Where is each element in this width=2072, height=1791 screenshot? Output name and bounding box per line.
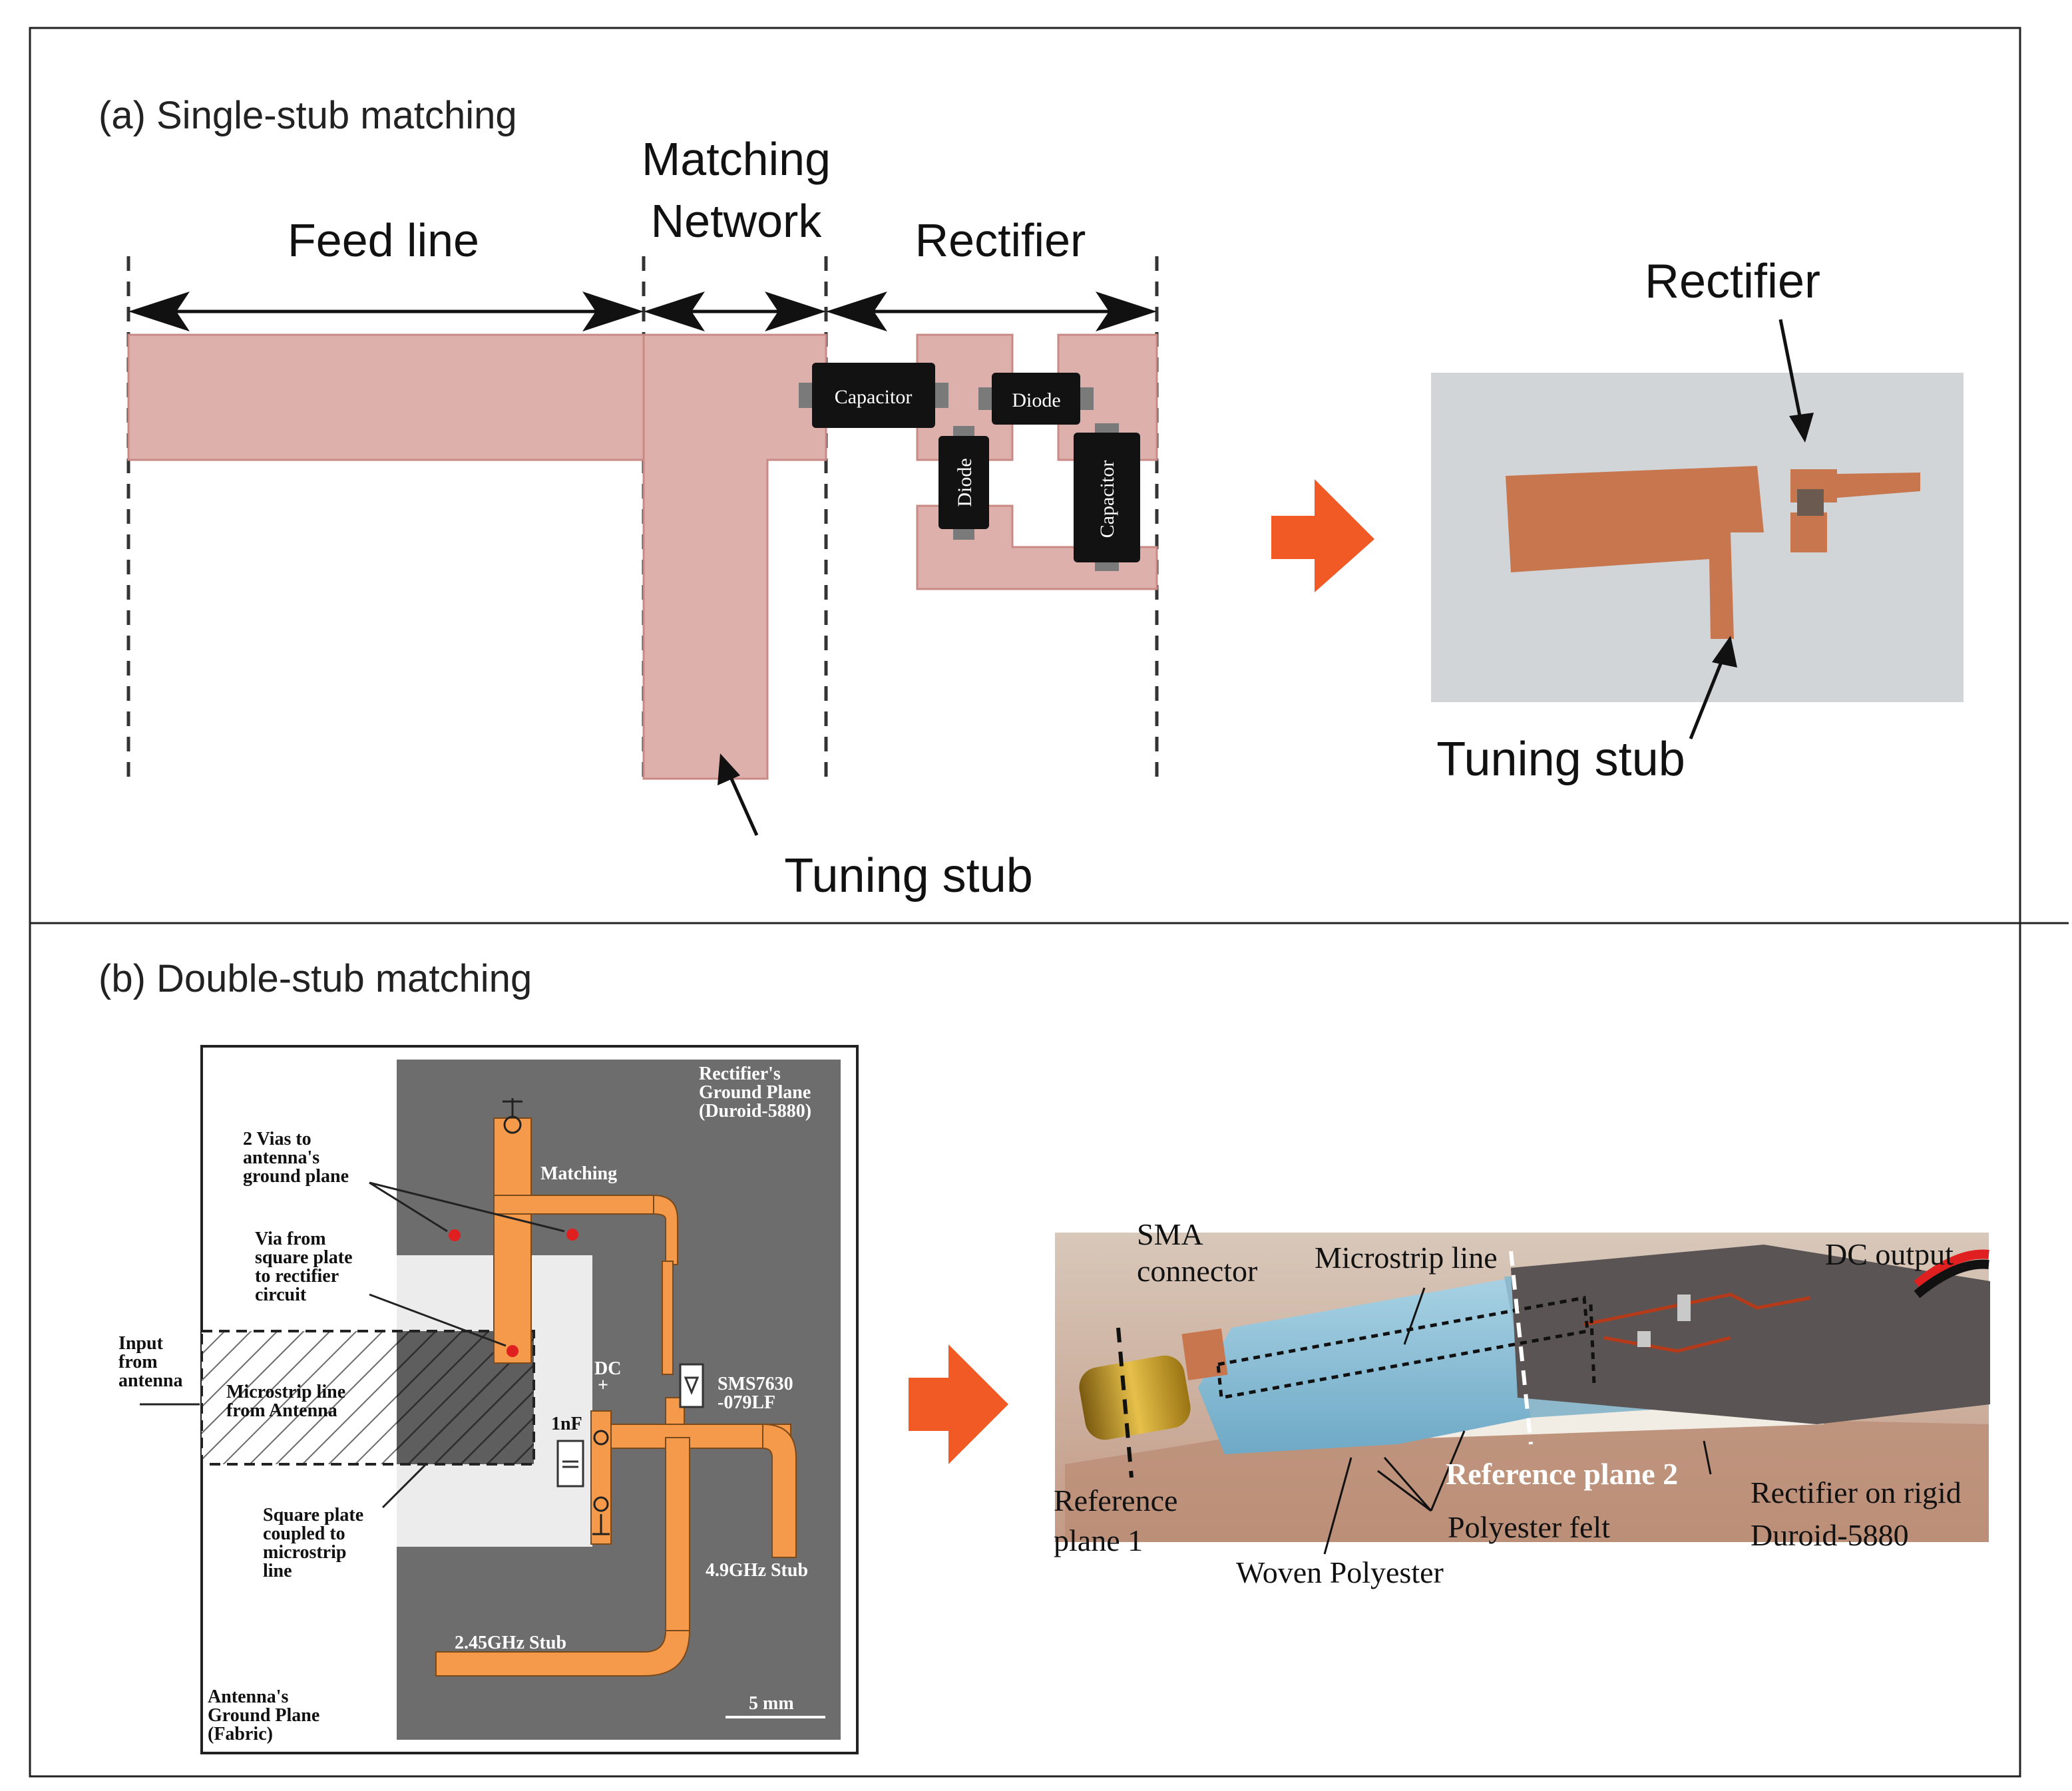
diode-part-2: -079LF (718, 1392, 775, 1413)
panel-a-title: (a) Single-stub matching (99, 94, 517, 137)
vias-label-2: antenna's (243, 1147, 319, 1168)
feed-line-trace (127, 333, 645, 461)
rectifier-rigid-label-1: Rectifier on rigid (1751, 1476, 1962, 1509)
photo-b-leaders (1323, 1287, 1712, 1555)
diode-horizontal: Diode (978, 373, 1094, 425)
antenna-ground-label-2: Ground Plane (208, 1705, 319, 1726)
rectifier-ground-label-1: Rectifier's (699, 1064, 781, 1084)
square-plate-label-3: microstrip (263, 1542, 346, 1563)
dc-plus: + (598, 1375, 608, 1396)
vias-label-1: 2 Vias to (243, 1129, 311, 1149)
square-plate-label-2: coupled to (263, 1523, 345, 1544)
microstrip-label-1: Microstrip line (226, 1382, 345, 1402)
reference-plane-1-label-1: Reference (1054, 1484, 1177, 1517)
reference-plane-2-label: Reference plane 2 (1446, 1457, 1678, 1491)
photo-rectifier-pointer (1778, 319, 1802, 420)
dc-label: DC (594, 1358, 621, 1379)
rectifier-ground-label-3: (Duroid-5880) (699, 1101, 811, 1121)
stub-245 (435, 1630, 691, 1677)
stub-49-label: 4.9GHz Stub (706, 1560, 808, 1581)
diode-vertical-label: Diode (954, 458, 976, 506)
capacitor-label: Capacitor (835, 386, 913, 408)
photo-felt-left (1198, 1275, 1531, 1454)
vias-label-3: ground plane (243, 1166, 349, 1187)
microstrip-input-hatch (202, 1331, 397, 1464)
photo-stub-pointer (1689, 655, 1726, 739)
polyester-felt-label: Polyester felt (1448, 1510, 1610, 1544)
microstrip-traces (127, 333, 1158, 780)
layout-leaders (140, 1181, 565, 1509)
matching-horizontal (493, 1195, 654, 1215)
photo-stub-arrowhead (1712, 636, 1737, 668)
stub-245-label: 2.45GHz Stub (455, 1633, 566, 1653)
layout-drawing (200, 1045, 859, 1754)
photo-rectifier-label: Rectifier (1645, 255, 1820, 308)
capacitor-vertical: Capacitor (1074, 423, 1140, 571)
photo-single-stub (1431, 373, 1964, 702)
photo-tuning-stub-label: Tuning stub (1436, 733, 1685, 786)
stub-49 (762, 1423, 797, 1558)
capacitor-horizontal: Capacitor (799, 363, 948, 428)
transition-arrow-a (1271, 479, 1374, 592)
photo-rectifier-arrowhead (1789, 413, 1814, 443)
diode-part-1: SMS7630 (718, 1374, 793, 1394)
dimension-arrows (128, 292, 1157, 331)
square-plate-label-1: Square plate (263, 1505, 363, 1525)
input-label-1: Input (118, 1333, 164, 1354)
rectifier-section-label: Rectifier (915, 214, 1086, 266)
square-plate-label-4: line (263, 1561, 292, 1581)
rectifier-rigid-label-2: Duroid-5880 (1751, 1518, 1909, 1552)
sma-label-1: SMA (1137, 1217, 1203, 1251)
microstrip-label-2: from Antenna (226, 1400, 337, 1421)
woven-polyester-label: Woven Polyester (1236, 1555, 1444, 1589)
rectifier-ground-label-2: Ground Plane (699, 1082, 811, 1103)
photo-copper-trace (1506, 466, 1764, 639)
via-square-label-3: to rectifier (255, 1266, 339, 1287)
reference-plane-1-label-2: plane 1 (1054, 1523, 1143, 1557)
input-label-2: from (118, 1352, 158, 1372)
transition-arrow-b (909, 1344, 1008, 1464)
via-square-label-2: square plate (255, 1247, 353, 1268)
scale-label: 5 mm (749, 1693, 794, 1714)
photo-double-stub (1055, 1233, 1990, 1542)
dc-output-label: DC output (1825, 1237, 1954, 1271)
via-column-trace (493, 1117, 532, 1364)
tuning-stub-trace (642, 333, 827, 780)
feed-line-label: Feed line (288, 214, 479, 266)
layout-labels: Rectifier's Ground Plane (Duroid-5880) 2… (118, 1064, 811, 1744)
matching-network-label-1: Matching (642, 133, 831, 185)
via-square-label-1: Via from (255, 1229, 326, 1249)
matching-label: Matching (540, 1163, 617, 1184)
microstrip-photo-label: Microstrip line (1315, 1241, 1498, 1275)
sma-label-2: connector (1137, 1254, 1257, 1288)
via-square-label-4: circuit (255, 1285, 307, 1305)
diode-label: Diode (1012, 389, 1060, 411)
capacitor-value: 1nF (551, 1414, 582, 1434)
photo-sma-connector (1079, 1355, 1191, 1440)
tuning-stub-label: Tuning stub (784, 849, 1033, 902)
panel-b-title: (b) Double-stub matching (99, 957, 532, 1000)
tuning-stub-arrowhead (718, 753, 740, 785)
diode-vertical: Diode (938, 426, 989, 540)
antenna-ground-label-1: Antenna's (208, 1687, 288, 1707)
photo-b-labels: SMA connector Microstrip line DC output … (1054, 1217, 1962, 1589)
antenna-ground-label-3: (Fabric) (208, 1724, 273, 1744)
matching-network-label-2: Network (651, 195, 823, 247)
photo-duroid-board (1511, 1245, 1990, 1424)
capacitor-vertical-label: Capacitor (1096, 461, 1118, 538)
input-label-3: antenna (118, 1370, 182, 1391)
